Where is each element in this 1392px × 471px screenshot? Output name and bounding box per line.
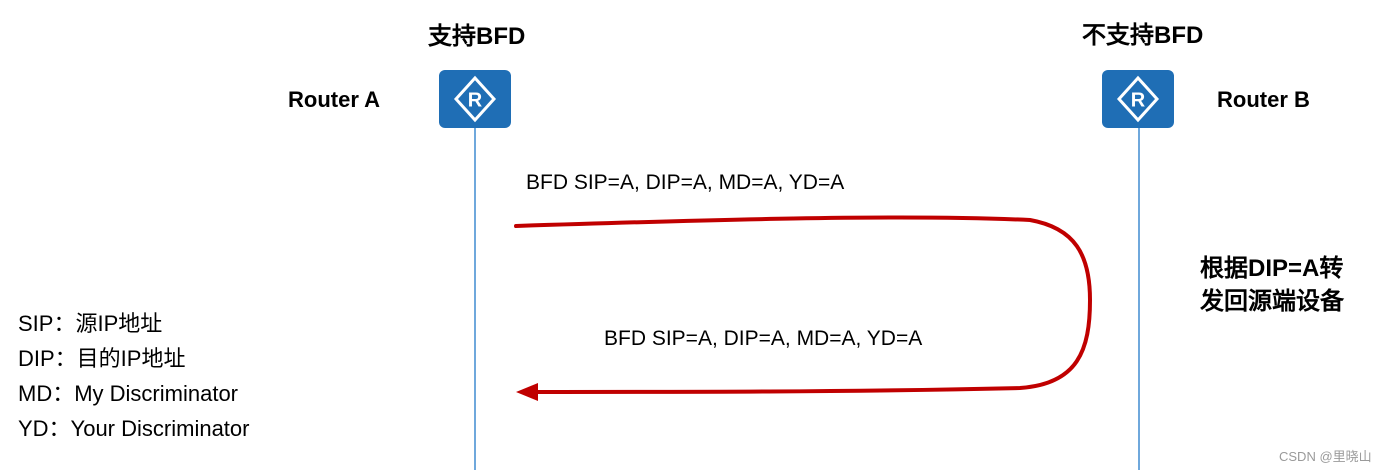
- legend-dip: DIP：目的IP地址: [18, 346, 186, 371]
- legend-sip: SIP：源IP地址: [18, 311, 163, 336]
- arrowhead-icon: [516, 383, 538, 401]
- router-b-icon: R: [1102, 70, 1174, 128]
- header-no-bfd: 不支持BFD: [1082, 22, 1204, 49]
- router-a-glyph: R: [468, 90, 483, 112]
- loopback-arrow-path: [514, 215, 1093, 394]
- forwarding-note-line1: 根据DIP=A转: [1200, 255, 1344, 282]
- header-supports-bfd: 支持BFD: [428, 23, 526, 50]
- router-a-icon: R: [439, 70, 511, 128]
- router-b-label: Router B: [1217, 87, 1310, 112]
- forwarding-note: 根据DIP=A转 发回源端设备: [1200, 252, 1344, 318]
- router-b-glyph: R: [1131, 90, 1146, 112]
- forwarding-note-line2: 发回源端设备: [1200, 288, 1344, 315]
- returned-message-label: BFD SIP=A, DIP=A, MD=A, YD=A: [604, 327, 923, 350]
- legend-yd: YD：Your Discriminator: [18, 416, 250, 441]
- legend-md: MD：My Discriminator: [18, 381, 239, 406]
- outbound-message-label: BFD SIP=A, DIP=A, MD=A, YD=A: [526, 171, 845, 194]
- router-a-label: Router A: [288, 87, 381, 112]
- router-b-lifeline: [1138, 126, 1140, 470]
- legend: SIP：源IP地址 DIP：目的IP地址 MD：My Discriminator…: [18, 306, 249, 446]
- router-a-lifeline: [474, 126, 476, 470]
- watermark: CSDN @里晓山: [1279, 449, 1372, 464]
